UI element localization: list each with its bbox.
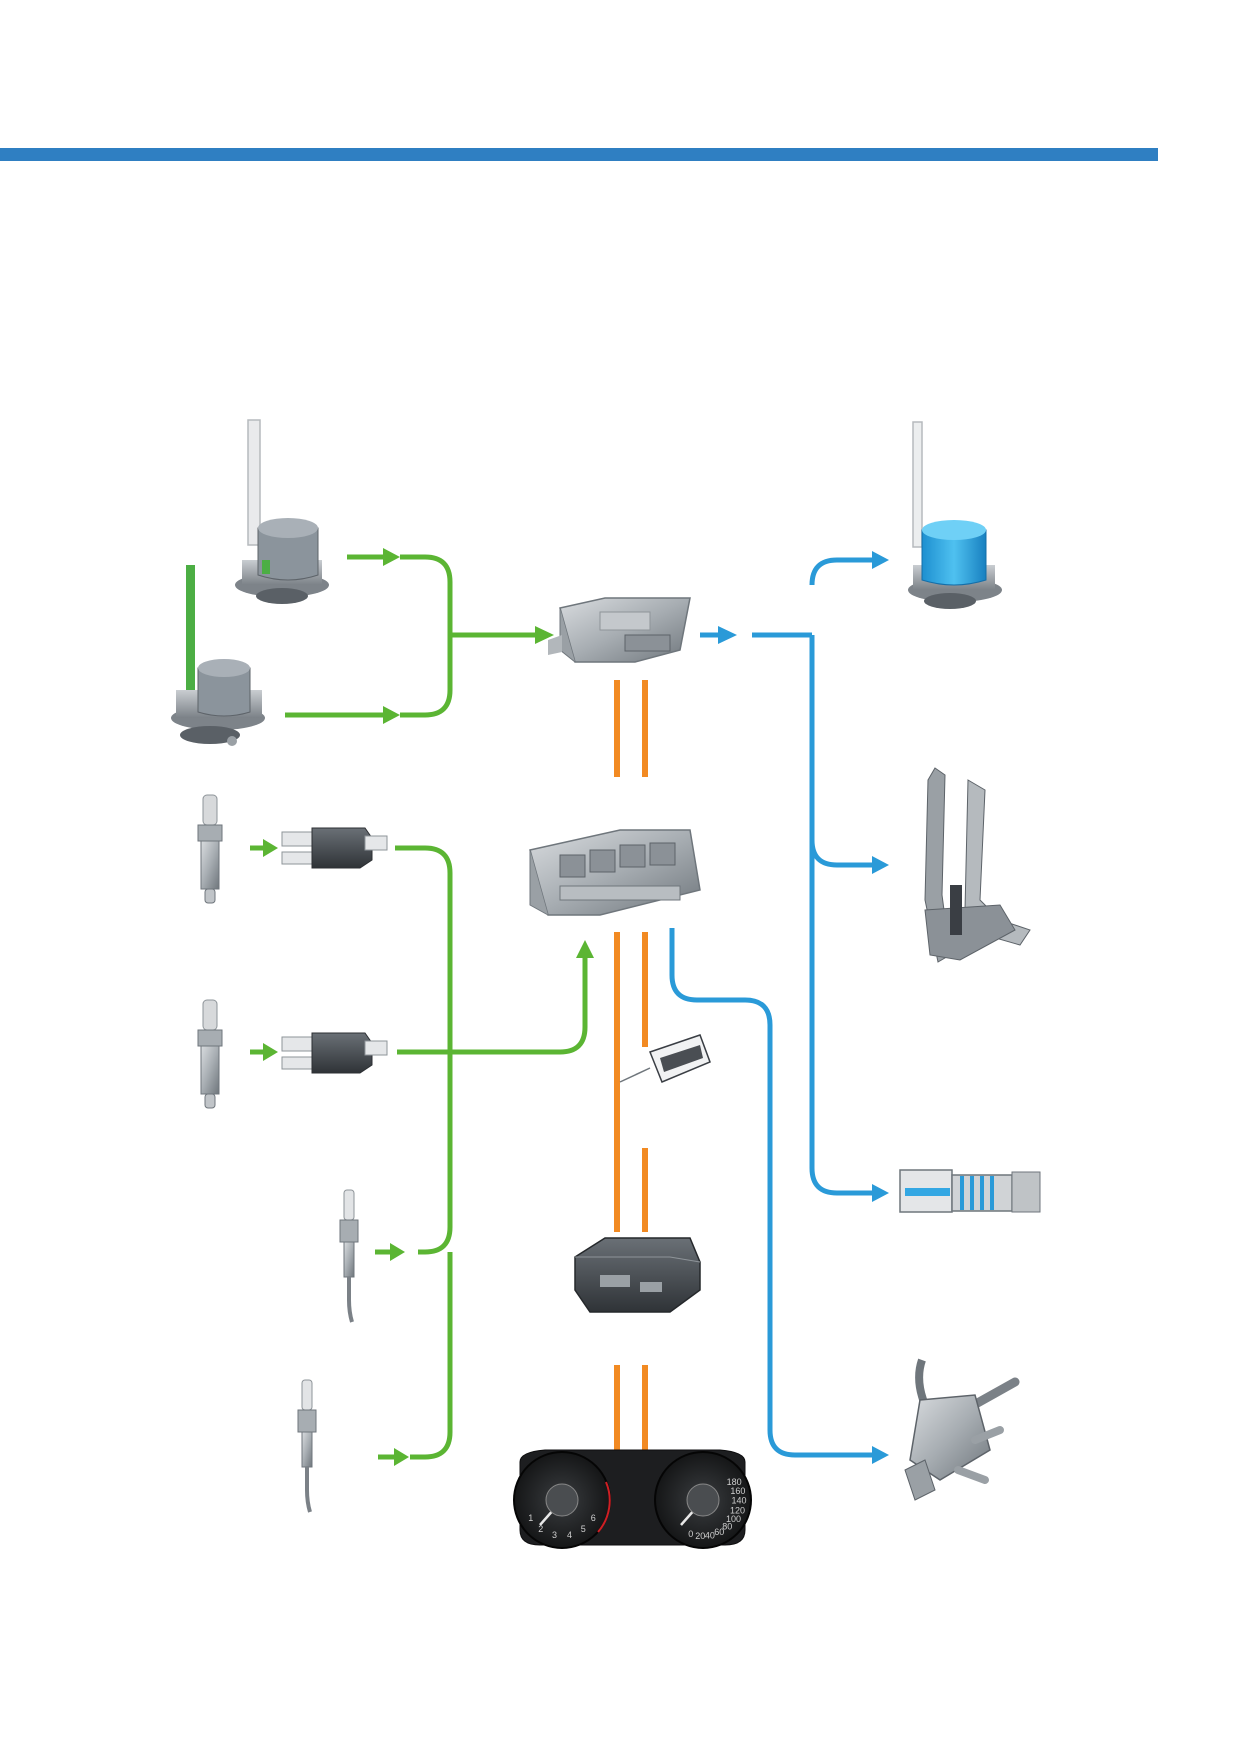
speed-tick-120: 120 bbox=[730, 1505, 745, 1515]
fuel-pump-module-green-rod-icon bbox=[171, 565, 265, 746]
speed-tick-20: 20 bbox=[695, 1531, 705, 1541]
speed-tick-40: 40 bbox=[705, 1530, 715, 1540]
speed-tick-180: 180 bbox=[727, 1477, 742, 1487]
speed-tick-100: 100 bbox=[726, 1514, 741, 1524]
exhaust-temperature-sender-2-icon bbox=[297, 1379, 317, 1513]
data-bus-gateway-icon bbox=[574, 1237, 701, 1313]
injector-valve-icon bbox=[899, 1169, 1041, 1213]
speed-tick-0: 0 bbox=[688, 1529, 693, 1539]
rpm-tick-4: 4 bbox=[567, 1530, 572, 1540]
engine-control-unit-icon bbox=[529, 829, 701, 916]
rpm-tick-1: 1 bbox=[528, 1513, 533, 1523]
heater-element-bracket-icon bbox=[924, 767, 1031, 963]
input-signal-lines bbox=[250, 554, 588, 1460]
rpm-tick-3: 3 bbox=[552, 1530, 557, 1540]
fuel-level-sender-icon bbox=[235, 419, 329, 604]
rpm-tick-2: 2 bbox=[538, 1524, 543, 1534]
dosing-valve-icon bbox=[904, 1358, 1020, 1501]
speed-tick-80: 80 bbox=[722, 1522, 732, 1532]
rpm-tick-5: 5 bbox=[581, 1524, 586, 1534]
output-signal-arrowheads bbox=[718, 551, 889, 1464]
nox-sensor-1-control-unit-icon bbox=[281, 827, 388, 869]
diagnostic-connector-icon bbox=[619, 1034, 711, 1083]
rpm-tick-6: 6 bbox=[591, 1513, 596, 1523]
speed-tick-160: 160 bbox=[730, 1486, 745, 1496]
speed-tick-60: 60 bbox=[714, 1527, 724, 1537]
exhaust-temperature-sender-1-icon bbox=[339, 1189, 359, 1323]
header-rule bbox=[0, 148, 1158, 161]
reductant-control-unit-icon bbox=[548, 597, 691, 663]
nox-sensor-2-control-unit-icon bbox=[281, 1032, 388, 1074]
speed-tick-140: 140 bbox=[731, 1496, 746, 1506]
nox-sensor-2-icon bbox=[197, 999, 223, 1109]
input-signal-arrowheads bbox=[263, 548, 594, 1466]
reductant-pump-module-icon bbox=[908, 421, 1002, 609]
nox-sensor-1-icon bbox=[197, 794, 223, 904]
output-signal-lines bbox=[669, 557, 872, 1458]
can-bus-lines bbox=[614, 680, 648, 1460]
